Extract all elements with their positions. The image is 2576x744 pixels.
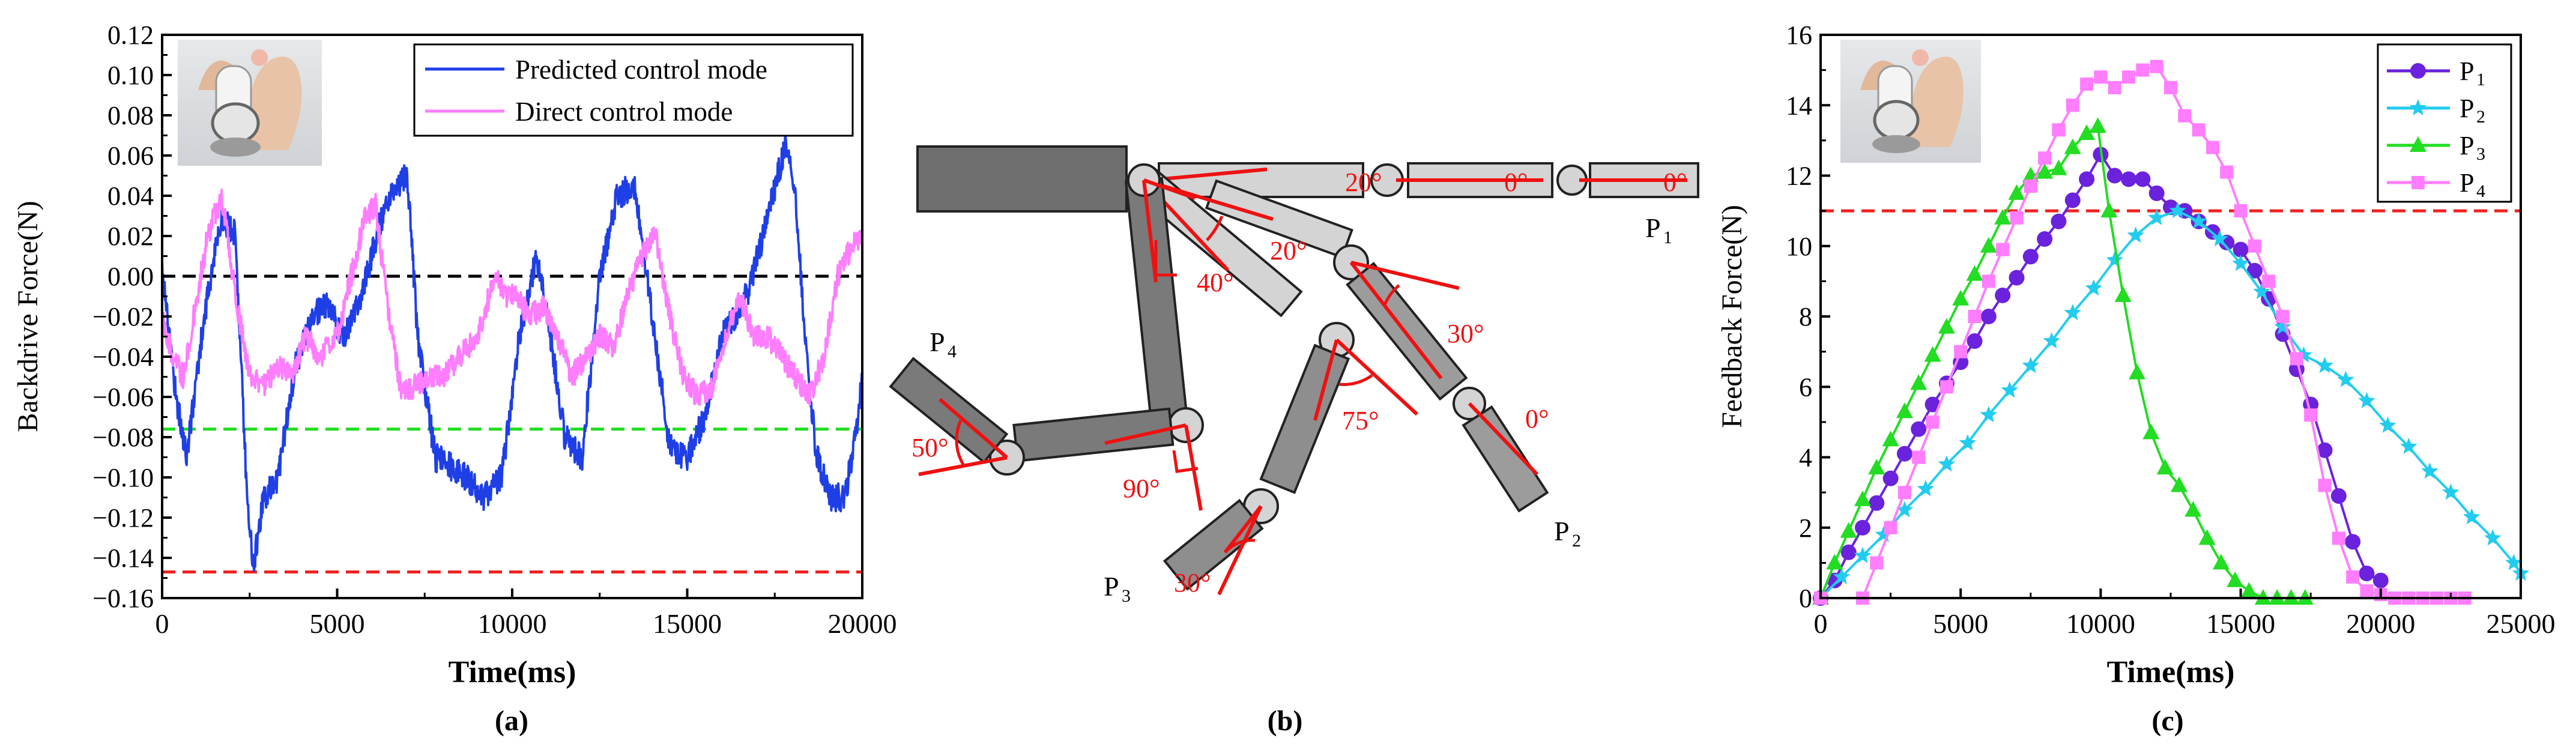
legend-label-subscript: 3 — [2476, 144, 2485, 164]
panel-label-b: (b) — [1268, 705, 1303, 737]
chain-p3 — [1163, 322, 1419, 596]
series-markers — [1812, 117, 2314, 605]
angle-label: 0° — [1525, 404, 1549, 434]
y-axis-label-c: Feedback Force(N) — [1716, 205, 1748, 428]
x-tick-label: 10000 — [2066, 608, 2135, 639]
angle-label: 0° — [1504, 168, 1528, 197]
x-tick-label: 15000 — [2206, 608, 2275, 639]
angle-label: 0° — [1663, 168, 1687, 197]
point-label-p3: P 3 — [1104, 571, 1131, 606]
angle-label: 40° — [1197, 268, 1234, 297]
legend-box-a — [413, 43, 854, 137]
legend-label-subscript: 4 — [2476, 181, 2485, 201]
finger-base-block — [916, 145, 1128, 213]
legend-box-c — [2377, 43, 2512, 203]
y-tick-label: 0.10 — [107, 61, 154, 90]
y-tick-label: 14 — [1786, 91, 1812, 120]
chart-a: −0.16 −0.14 −0.12 −0.10 −0.08 −0.06 −0.04 −0.02… — [12, 20, 897, 737]
svg-text:2: 2 — [1572, 531, 1581, 551]
axis-ticks-a: −0.16 −0.14 −0.12 −0.10 −0.08 −0.06 −0.04 −0.02… — [92, 20, 896, 639]
angle-label: 75° — [1342, 406, 1379, 435]
angle-label: 30° — [1174, 568, 1211, 597]
y-tick-label: −0.04 — [92, 342, 154, 372]
y-tick-label: 8 — [1799, 302, 1812, 331]
svg-text:3: 3 — [1122, 586, 1131, 606]
x-tick-label: 0 — [156, 608, 169, 639]
y-tick-label: 0.00 — [107, 262, 154, 291]
y-tick-label: 10 — [1786, 232, 1812, 261]
angle-label: 30° — [1447, 319, 1484, 348]
y-tick-label: 6 — [1799, 372, 1812, 402]
x-tick-label: 5000 — [310, 608, 365, 639]
x-tick-label: 20000 — [2346, 608, 2415, 639]
angle-label: 90° — [1123, 474, 1160, 503]
angle-label: 20° — [1270, 236, 1307, 265]
inset-photo-c — [1840, 40, 1981, 163]
inset-photo-a — [178, 40, 322, 166]
y-tick-label: −0.16 — [92, 584, 154, 613]
legend-label-subscript: 1 — [2476, 70, 2485, 89]
y-tick-label: 0 — [1799, 584, 1812, 613]
svg-text:P: P — [1645, 213, 1661, 243]
legend-label: P — [2460, 56, 2474, 86]
x-tick-label: 5000 — [1933, 608, 1988, 639]
diagram-b: 20° 0° 0° 40° 20° 30° 0° 75° 30° 90° 50°… — [889, 145, 1699, 737]
y-tick-label: −0.08 — [92, 423, 154, 452]
chain-p1 — [1149, 162, 1699, 198]
legend-label: P — [2460, 94, 2474, 123]
x-tick-label: 10000 — [478, 608, 547, 639]
x-tick-label: 20000 — [828, 608, 897, 639]
svg-text:1: 1 — [1663, 228, 1672, 247]
angle-label: 50° — [912, 433, 949, 462]
legend-label-subscript: 2 — [2476, 107, 2485, 127]
y-tick-label: −0.12 — [92, 503, 154, 533]
chain-p2 — [1132, 166, 1549, 513]
y-tick-label: 0.02 — [107, 222, 154, 251]
y-tick-label: 0.12 — [107, 20, 154, 50]
y-tick-label: −0.06 — [92, 383, 154, 412]
svg-text:4: 4 — [948, 342, 957, 361]
panel-label-a: (a) — [495, 705, 528, 737]
y-tick-label: 2 — [1799, 513, 1812, 543]
x-tick-label: 15000 — [653, 608, 722, 639]
y-tick-label: 0.06 — [107, 141, 154, 171]
y-tick-label: −0.14 — [92, 543, 154, 573]
legend-label: P — [2460, 131, 2474, 160]
plot-area-a — [161, 132, 863, 573]
svg-text:P: P — [1104, 571, 1119, 602]
svg-text:P: P — [1554, 516, 1570, 546]
angle-label: 20° — [1345, 168, 1382, 197]
series-line — [161, 189, 863, 407]
y-tick-label: 12 — [1786, 162, 1812, 191]
y-axis-label-a: Backdrive Force(N) — [12, 201, 44, 432]
series-markers — [1812, 202, 2530, 606]
x-axis-label-c: Time(ms) — [2107, 655, 2235, 689]
point-label-p1: P 1 — [1645, 213, 1672, 247]
plot-area-c — [1812, 59, 2530, 606]
x-axis-label-a: Time(ms) — [449, 655, 576, 689]
y-tick-label: 4 — [1799, 443, 1812, 473]
legend-label-direct: Direct control mode — [515, 97, 733, 127]
panel-label-c: (c) — [2151, 705, 2183, 737]
point-label-p2: P 2 — [1554, 516, 1581, 551]
chain-p4 — [889, 177, 1204, 511]
y-tick-label: −0.10 — [92, 463, 154, 492]
svg-text:P: P — [930, 327, 945, 357]
y-tick-label: 0.08 — [107, 101, 154, 130]
legend-label: P — [2460, 168, 2474, 198]
y-tick-label: 16 — [1786, 20, 1812, 50]
legend-label-predicted: Predicted control mode — [515, 55, 767, 85]
y-tick-label: −0.02 — [92, 302, 154, 331]
x-tick-label: 0 — [1814, 608, 1828, 639]
series-line — [161, 132, 863, 572]
y-tick-label: 0.04 — [107, 181, 154, 211]
x-tick-label: 25000 — [2487, 608, 2556, 639]
point-label-p4: P 4 — [930, 327, 957, 361]
legend-a: Predicted control mode Direct control mo… — [413, 43, 854, 137]
